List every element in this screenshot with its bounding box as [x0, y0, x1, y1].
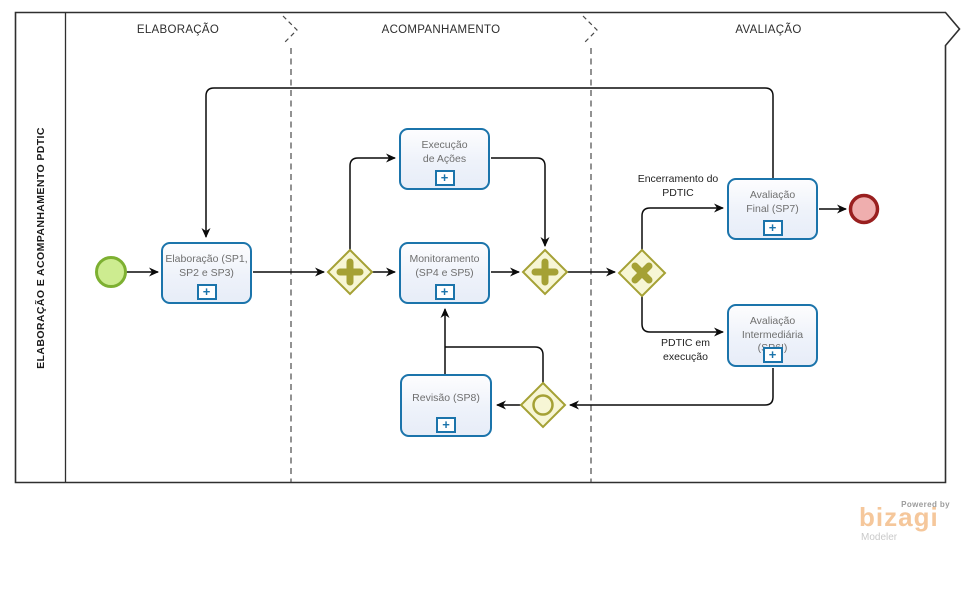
subprocess-plus-icon: + — [440, 170, 449, 185]
task-label: Execução de Ações — [421, 139, 468, 165]
subprocess-marker: + — [434, 170, 455, 186]
pool-border — [14, 11, 961, 484]
powered-by-text: Powered by — [901, 500, 950, 509]
bizagi-logo: Powered by bizagi Modeler — [856, 498, 956, 548]
phase-header-avaliacao: AVALIAÇÃO — [735, 24, 802, 36]
pool-label-text: ELABORAÇÃO E ACOMPANHAMENTO PDTIC — [34, 126, 47, 369]
flow-execucao-to-gateway2 — [491, 157, 550, 247]
flow-avaliacaofinal-to-elaboracao — [201, 87, 774, 238]
subprocess-marker: + — [762, 220, 783, 236]
subprocess-marker: + — [196, 284, 217, 300]
task-label: Revisão (SP8) — [412, 392, 480, 404]
subprocess-plus-icon: + — [768, 347, 777, 362]
subprocess-marker: + — [762, 347, 783, 363]
x-icon — [631, 262, 653, 284]
task-elaboracao[interactable]: Elaboração (SP1, SP2 e SP3) + — [161, 242, 252, 304]
exclusive-gateway[interactable] — [617, 248, 667, 298]
modeler-text: Modeler — [861, 532, 898, 543]
start-event[interactable] — [95, 256, 127, 288]
plus-icon — [531, 258, 559, 286]
bizagi-wordmark: bizagi — [859, 502, 939, 532]
plus-icon — [336, 258, 364, 286]
circle-icon — [532, 394, 554, 416]
subprocess-marker: + — [436, 417, 456, 433]
task-execucao-de-acoes[interactable]: Execução de Ações + — [399, 128, 490, 190]
flow-label-pdtic-em-execucao: PDTIC em execução — [660, 337, 710, 364]
pool-label: ELABORAÇÃO E ACOMPANHAMENTO PDTIC — [16, 12, 65, 483]
phase-header-acompanhamento: ACOMPANHAMENTO — [381, 24, 501, 36]
task-label: Avaliação Final (SP7) — [746, 189, 799, 215]
flow-label-encerramento: Encerramento do PDTIC — [637, 173, 719, 200]
task-avaliacao-intermediaria[interactable]: Avaliação Intermediária (SP6I) + — [727, 304, 818, 367]
task-avaliacao-final[interactable]: Avaliação Final (SP7) + — [727, 178, 818, 240]
task-label: Monitoramento (SP4 e SP5) — [409, 253, 480, 279]
phase-separator-chevron-2 — [582, 15, 598, 45]
end-event[interactable] — [848, 193, 880, 225]
subprocess-marker: + — [434, 284, 455, 300]
task-monitoramento[interactable]: Monitoramento (SP4 e SP5) + — [399, 242, 490, 304]
parallel-gateway-split[interactable] — [326, 248, 374, 296]
flow-gateway1-to-execucao — [349, 153, 396, 250]
phase-header-elaboracao: ELABORAÇÃO — [136, 24, 220, 36]
flow-intermediaria-to-inclusivegateway — [569, 368, 774, 410]
task-label: Elaboração (SP1, SP2 e SP3) — [165, 253, 248, 279]
flow-inclusivegateway-to-monitoramento — [445, 346, 544, 383]
phase-separator-chevron-1 — [282, 15, 298, 45]
subprocess-plus-icon: + — [768, 220, 777, 235]
task-revisao[interactable]: Revisão (SP8) + — [400, 374, 492, 437]
parallel-gateway-join[interactable] — [521, 248, 569, 296]
flow-xgateway-to-avaliacaofinal — [641, 203, 724, 250]
subprocess-plus-icon: + — [202, 284, 211, 299]
inclusive-gateway[interactable] — [519, 381, 567, 429]
flow-xgateway-to-intermediaria — [641, 296, 724, 337]
subprocess-plus-icon: + — [442, 417, 450, 432]
subprocess-plus-icon: + — [440, 284, 449, 299]
